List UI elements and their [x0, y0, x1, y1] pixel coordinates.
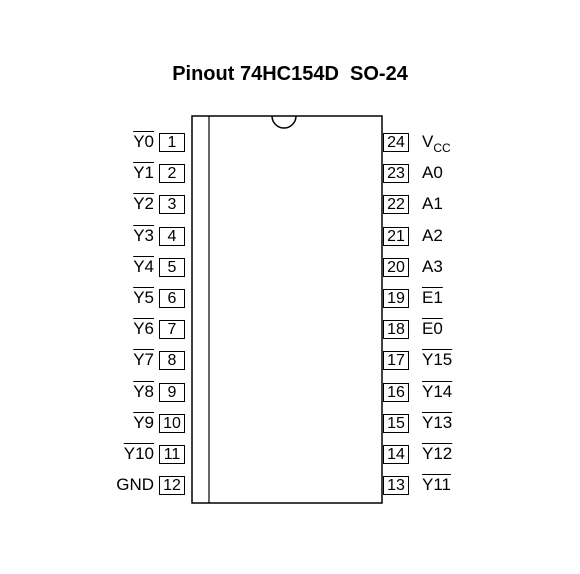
pin-label: Y4	[133, 257, 154, 276]
pin-label: Y1	[133, 163, 154, 182]
pin-label: Y9	[133, 413, 154, 432]
pin-label-text: A0	[422, 163, 443, 182]
pin-label-text: Y14	[422, 382, 453, 401]
pin-number-box: 17	[383, 351, 409, 370]
pin-label-text: Y3	[133, 226, 154, 245]
pin-number-box: 11	[159, 445, 185, 464]
pin-label: Y15	[422, 350, 452, 369]
pin-label-text: V	[422, 132, 434, 151]
pin-label: E0	[422, 319, 443, 338]
pin-label-text: Y4	[133, 257, 154, 276]
pin-number-box: 22	[383, 195, 409, 214]
chip-body	[191, 115, 383, 504]
pin-label-text: Y15	[422, 350, 453, 369]
pin-label: Y3	[133, 226, 154, 245]
pin-number-box: 14	[383, 445, 409, 464]
pin-label-text: Y6	[133, 319, 154, 338]
pin-label-text: Y11	[422, 475, 451, 494]
pin-label-subscript: CC	[433, 141, 451, 155]
pin-number-box: 13	[383, 476, 409, 495]
pin-number-box: 18	[383, 320, 409, 339]
pin-number-box: 23	[383, 164, 409, 183]
pin-label-text: Y9	[133, 413, 154, 432]
pin-number-box: 5	[159, 258, 185, 277]
pin-label: A3	[422, 257, 443, 276]
pin-label: Y8	[133, 382, 154, 401]
pin-number-box: 1	[159, 133, 185, 152]
pin-number-box: 16	[383, 383, 409, 402]
pin-label: A0	[422, 163, 443, 182]
pin-number-box: 6	[159, 289, 185, 308]
pin-label-text: Y2	[133, 194, 154, 213]
pin-label: Y0	[133, 132, 154, 151]
pin-number-box: 12	[159, 476, 185, 495]
pin-number-box: 4	[159, 227, 185, 246]
pin-label-text: Y5	[133, 288, 154, 307]
pin-number-box: 15	[383, 414, 409, 433]
diagram-title: Pinout 74HC154D SO-24	[172, 63, 408, 85]
pin-label: VCC	[422, 132, 451, 155]
pin-label-text: Y12	[422, 444, 453, 463]
pin-number-box: 21	[383, 227, 409, 246]
pin-number-box: 19	[383, 289, 409, 308]
pin-label-text: Y7	[133, 350, 154, 369]
pin-label-text: A3	[422, 257, 443, 276]
pin-label: Y7	[133, 350, 154, 369]
pin-number-box: 3	[159, 195, 185, 214]
pin-number-box: 8	[159, 351, 185, 370]
pin-label: A2	[422, 226, 443, 245]
pin-label: E1	[422, 288, 443, 307]
pin-label-text: Y8	[133, 382, 154, 401]
pin-number-box: 20	[383, 258, 409, 277]
pin-label-text: E1	[422, 288, 443, 307]
pin-number-box: 24	[383, 133, 409, 152]
pin-label-text: E0	[422, 319, 443, 338]
pin-label-text: Y10	[123, 444, 154, 463]
pin-label: Y2	[133, 194, 154, 213]
pin-label-text: GND	[116, 475, 154, 494]
pin-number-box: 9	[159, 383, 185, 402]
pin-label: Y11	[422, 475, 451, 494]
pin-label-text: A1	[422, 194, 443, 213]
pin-label: Y12	[422, 444, 452, 463]
pin-label: Y5	[133, 288, 154, 307]
pin-label-text: Y1	[133, 163, 154, 182]
pin-number-box: 2	[159, 164, 185, 183]
pin1-notch	[271, 115, 297, 129]
pin-number-box: 7	[159, 320, 185, 339]
pin-label: A1	[422, 194, 443, 213]
pin-label-text: Y13	[422, 413, 453, 432]
pin-label: Y14	[422, 382, 452, 401]
pin-label-text: A2	[422, 226, 443, 245]
pin-label: Y6	[133, 319, 154, 338]
pin-label: Y13	[422, 413, 452, 432]
pin-label: GND	[116, 475, 154, 494]
pin-label: Y10	[124, 444, 154, 463]
pin-label-text: Y0	[133, 132, 154, 151]
pin-number-box: 10	[159, 414, 185, 433]
